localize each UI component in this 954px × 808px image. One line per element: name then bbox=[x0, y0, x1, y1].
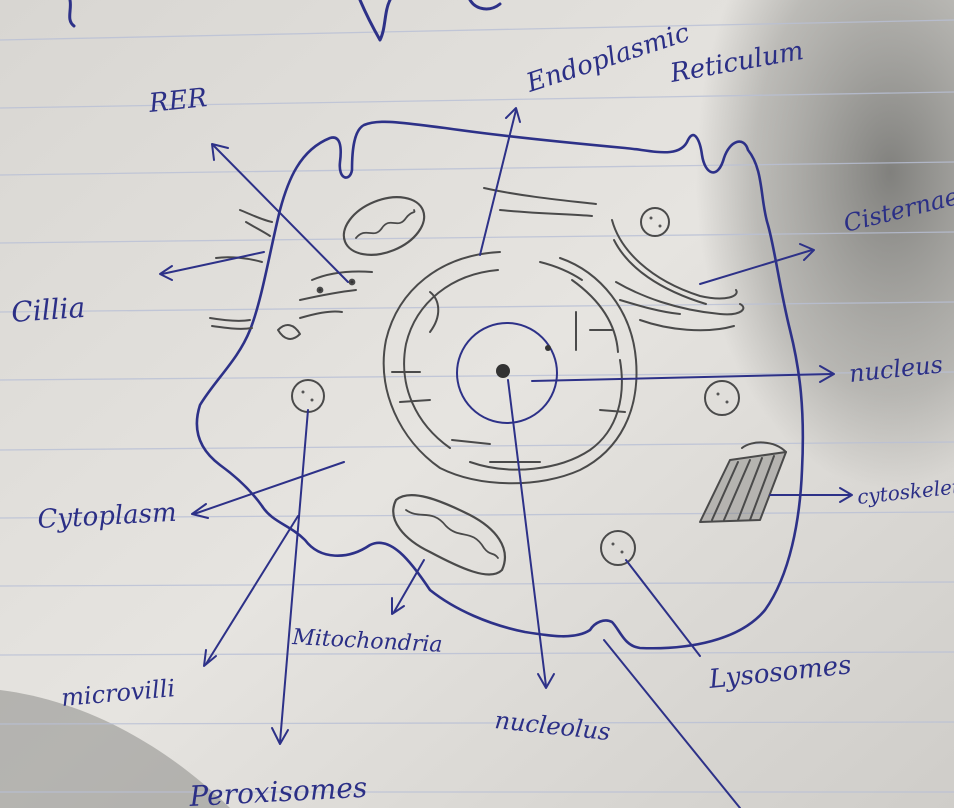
nucleolus-dot bbox=[496, 364, 510, 378]
label-cillia: Cillia bbox=[10, 291, 86, 329]
label-rer: RER bbox=[147, 83, 209, 119]
